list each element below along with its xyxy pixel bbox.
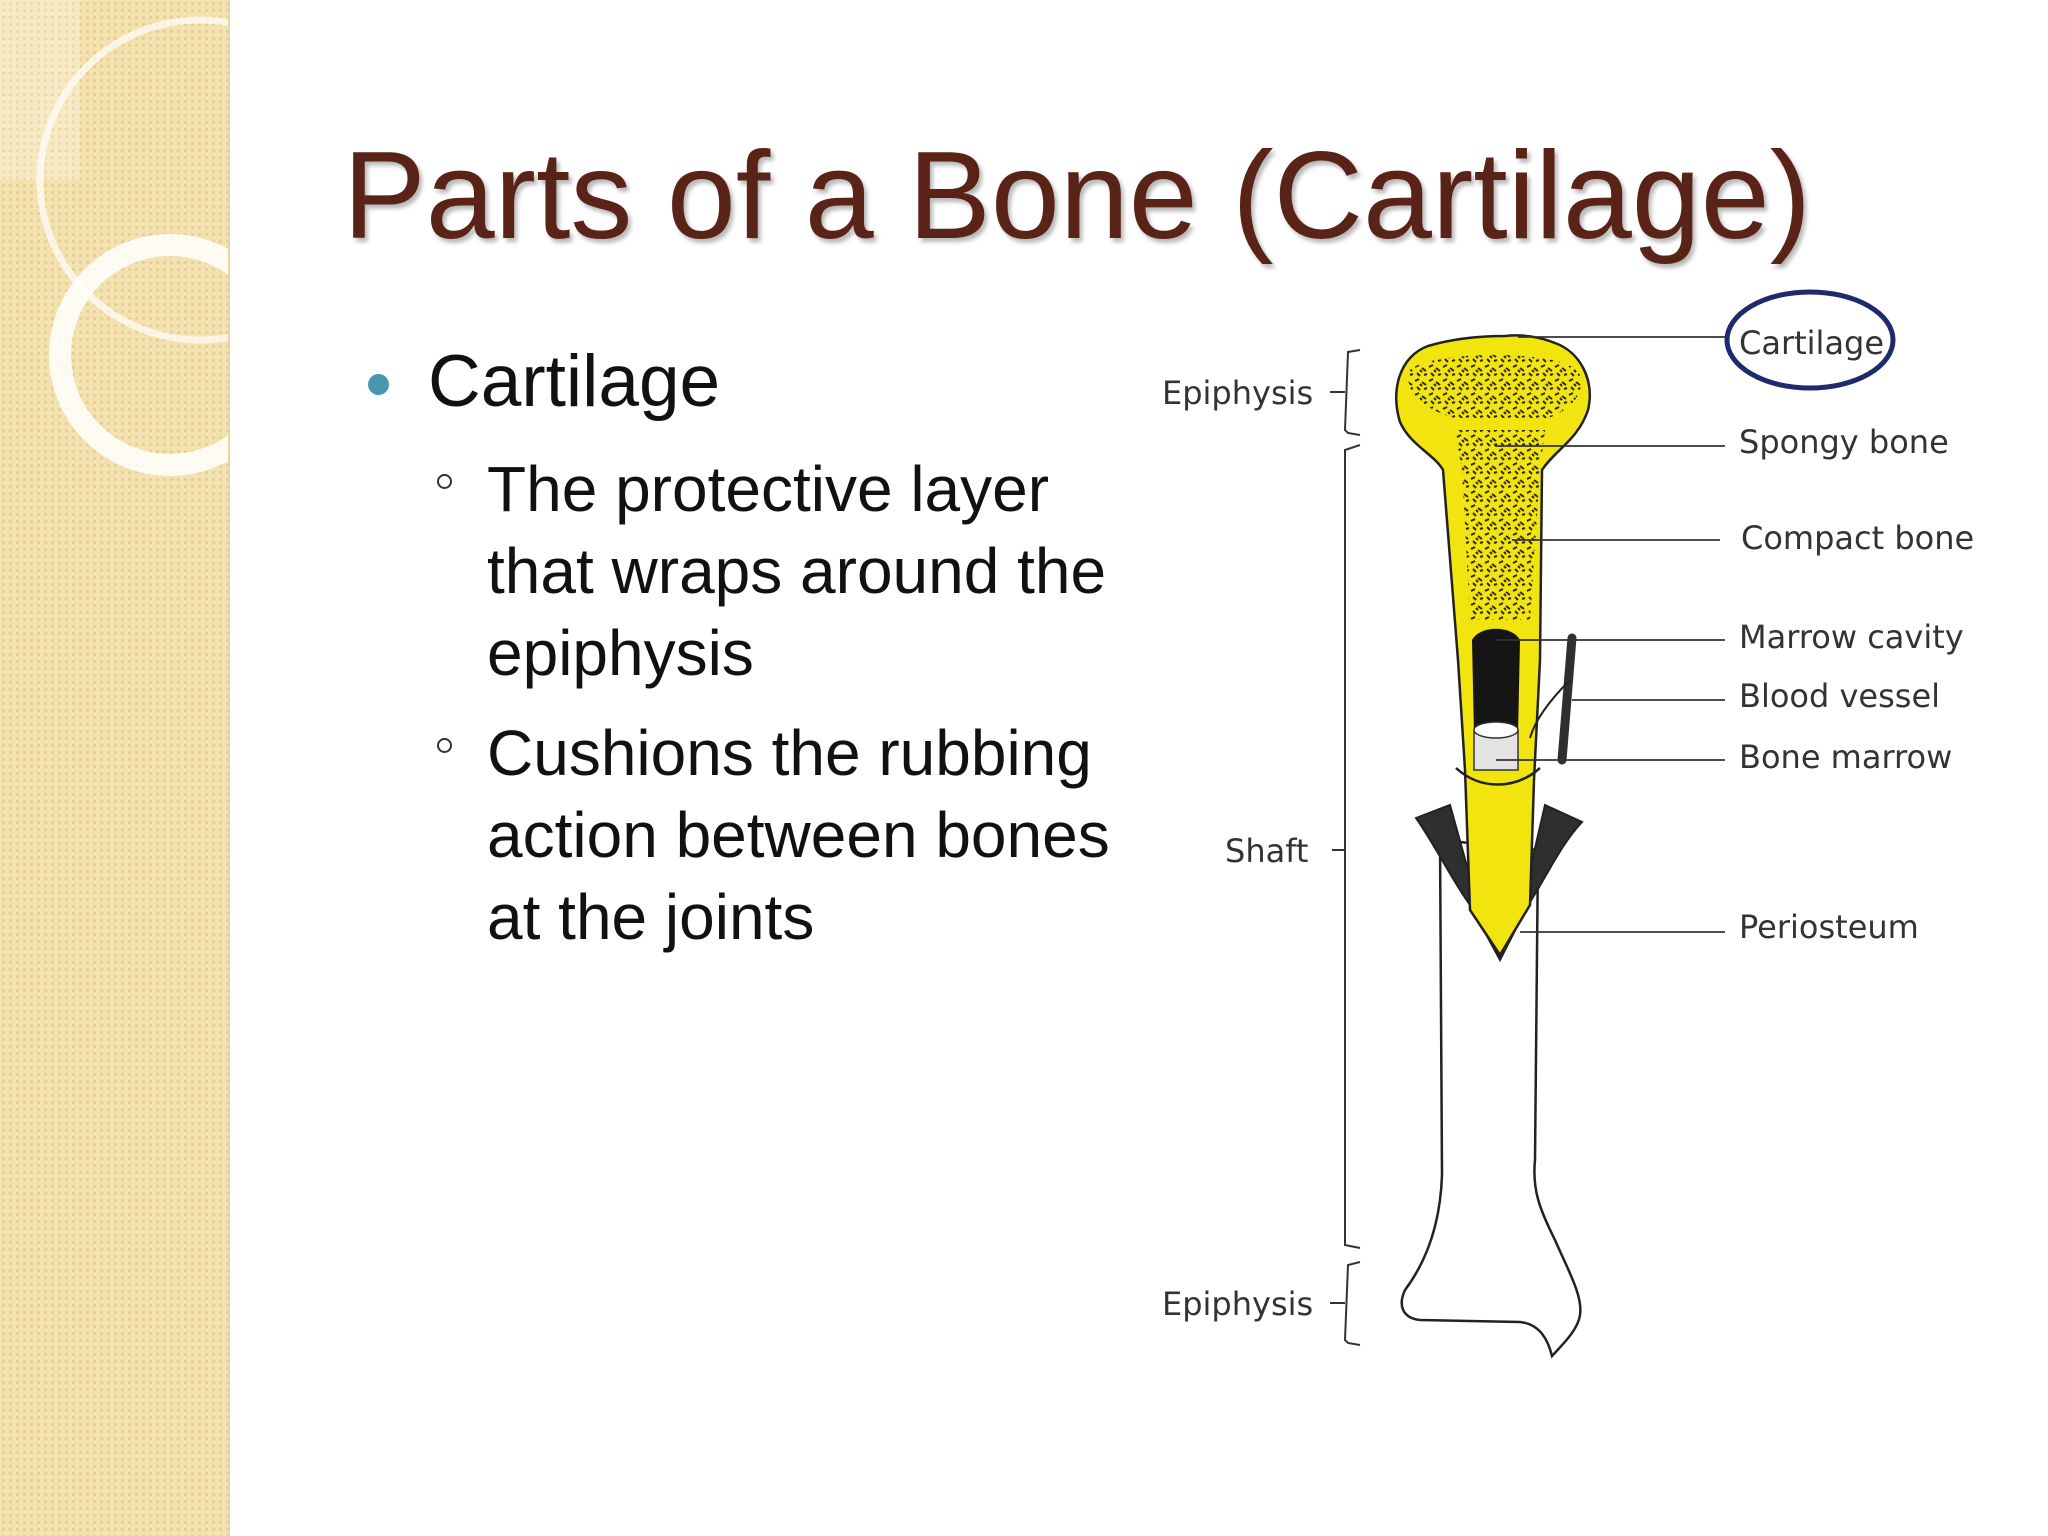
hollow-bullet-icon xyxy=(437,738,452,753)
label-epiphysis-top: Epiphysis xyxy=(1162,374,1313,412)
label-marrow-cavity: Marrow cavity xyxy=(1739,618,1964,656)
subpoint-text: The protective layer that wraps around t… xyxy=(487,453,1107,689)
bullet-list: Cartilage The protective layer that wrap… xyxy=(360,340,1120,976)
subpoint-item: The protective layer that wraps around t… xyxy=(360,448,1120,694)
bullet-text: Cartilage xyxy=(428,341,721,422)
label-compact-bone: Compact bone xyxy=(1741,519,1974,557)
distal-shaft xyxy=(1400,838,1582,1359)
region-brackets xyxy=(1330,349,1361,1346)
spongy-bone-texture xyxy=(1455,430,1545,620)
label-bone-marrow: Bone marrow xyxy=(1739,738,1952,776)
subpoint-text: Cushions the rubbing action between bone… xyxy=(487,717,1110,953)
label-periosteum: Periosteum xyxy=(1739,908,1919,946)
bullet-item: Cartilage xyxy=(360,340,1120,424)
blood-vessel xyxy=(1557,633,1577,765)
bullet-dot-icon xyxy=(368,374,389,395)
highlight-circle xyxy=(1724,289,1896,391)
marrow-cavity xyxy=(1472,628,1520,735)
subpoint-list: The protective layer that wraps around t… xyxy=(360,448,1120,958)
leader-lines xyxy=(1495,336,1728,933)
spongy-bone-texture xyxy=(1408,354,1581,418)
decorative-rings-graphic xyxy=(0,0,228,476)
bone-illustration xyxy=(1395,334,1591,1359)
slide-title: Parts of a Bone (Cartilage) xyxy=(343,127,1812,265)
label-cartilage: Cartilage xyxy=(1739,324,1884,362)
hollow-bullet-icon xyxy=(437,474,452,489)
label-spongy-bone: Spongy bone xyxy=(1739,423,1949,461)
subpoint-item: Cushions the rubbing action between bone… xyxy=(360,712,1120,958)
bone-diagram: Epiphysis Shaft Epiphysis Cartilage Spon… xyxy=(1162,289,1974,1359)
label-epiphysis-bottom: Epiphysis xyxy=(1162,1285,1313,1323)
decorative-sidebar xyxy=(0,0,230,1536)
label-shaft: Shaft xyxy=(1225,832,1308,870)
label-blood-vessel: Blood vessel xyxy=(1739,677,1940,715)
